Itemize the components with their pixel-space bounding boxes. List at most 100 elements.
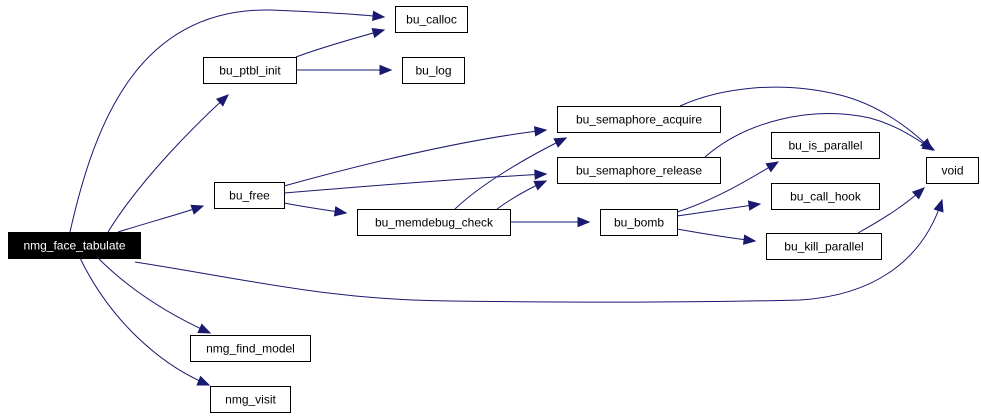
node-bu-call-hook[interactable]: bu_call_hook — [771, 183, 880, 210]
edge-bu_bomb-to-bu_call_hook — [676, 200, 762, 217]
edge-nmg_face_tabulate-to-bu_calloc — [69, 9, 386, 233]
edge-line — [676, 203, 761, 217]
node-label: bu_is_parallel — [788, 139, 862, 153]
node-box — [357, 209, 511, 236]
edge-nmg_face_tabulate-to-bu_free — [117, 204, 205, 233]
edge-bu_free-to-bu_memdebug_check — [283, 202, 348, 217]
node-box — [926, 157, 979, 184]
arrowhead — [215, 94, 229, 107]
node-label: bu_memdebug_check — [375, 216, 494, 230]
node-bu-semaphore-acquire[interactable]: bu_semaphore_acquire — [557, 106, 721, 133]
edge-bu_memdebug_check-to-bu_semaphore_release — [496, 180, 548, 210]
edge-bu_bomb-to-bu_is_parallel — [676, 161, 780, 213]
edge-line — [117, 205, 204, 233]
node-box — [190, 335, 311, 362]
node-nmg-find-model[interactable]: nmg_find_model — [190, 335, 311, 362]
node-label: bu_kill_parallel — [784, 240, 863, 254]
arrowhead — [553, 137, 568, 148]
arrowhead — [333, 206, 348, 217]
arrowhead — [742, 234, 757, 245]
node-bu-free[interactable]: bu_free — [214, 182, 285, 209]
edge-bu_bomb-to-bu_kill_parallel — [676, 228, 757, 245]
arrowhead — [534, 169, 548, 180]
arrowhead — [921, 139, 936, 151]
node-label: bu_free — [229, 189, 270, 203]
edge-line — [454, 137, 567, 210]
edge-bu_semaphore_release-to-void — [704, 113, 936, 158]
node-label: bu_log — [415, 64, 451, 78]
arrowhead — [372, 10, 386, 22]
edge-line — [69, 9, 385, 233]
node-bu-kill-parallel[interactable]: bu_kill_parallel — [766, 233, 882, 260]
node-box — [402, 57, 465, 84]
arrowhead — [747, 200, 762, 211]
node-box — [766, 233, 882, 260]
node-nmg-face-tabulate[interactable]: nmg_face_tabulate — [8, 232, 141, 259]
edge-nmg_face_tabulate-to-void — [134, 198, 944, 303]
node-box — [771, 132, 880, 159]
arrowhead — [577, 216, 591, 228]
edge-bu_memdebug_check-to-bu_bomb — [510, 216, 591, 228]
node-void[interactable]: void — [926, 157, 979, 184]
node-label: bu_calloc — [406, 13, 457, 27]
node-label: nmg_visit — [225, 393, 276, 407]
edge-line — [134, 199, 943, 303]
node-box — [395, 6, 468, 33]
arrowhead — [765, 161, 780, 173]
node-bu-is-parallel[interactable]: bu_is_parallel — [771, 132, 880, 159]
edge-nmg_face_tabulate-to-nmg_visit — [79, 257, 211, 386]
edge-bu_memdebug_check-to-bu_semaphore_acquire — [454, 137, 568, 210]
arrowhead — [533, 126, 548, 137]
arrowhead — [911, 187, 925, 200]
node-label: bu_bomb — [614, 216, 664, 230]
node-box — [600, 209, 678, 236]
edge-line — [676, 228, 756, 242]
node-bu-log[interactable]: bu_log — [402, 57, 465, 84]
node-label: void — [941, 164, 963, 178]
node-bu-ptbl-init[interactable]: bu_ptbl_init — [203, 57, 297, 84]
node-bu-calloc[interactable]: bu_calloc — [395, 6, 468, 33]
arrowhead — [190, 204, 205, 215]
node-label: bu_semaphore_acquire — [576, 113, 702, 127]
edges-layer — [69, 9, 944, 386]
node-label: bu_semaphore_release — [576, 164, 702, 178]
node-nmg-visit[interactable]: nmg_visit — [210, 386, 291, 413]
edge-line — [283, 173, 547, 194]
edge-nmg_face_tabulate-to-nmg_find_model — [97, 257, 212, 334]
node-label: bu_ptbl_init — [219, 64, 281, 78]
node-label: bu_call_hook — [790, 190, 862, 204]
edge-bu_ptbl_init-to-bu_calloc — [295, 28, 386, 58]
arrowhead — [533, 180, 548, 191]
edge-line — [79, 257, 210, 386]
node-bu-memdebug-check[interactable]: bu_memdebug_check — [357, 209, 511, 236]
edge-nmg_face_tabulate-to-bu_ptbl_init — [107, 94, 229, 233]
arrowhead — [196, 375, 211, 386]
edge-line — [679, 86, 933, 151]
node-box — [557, 157, 721, 184]
edge-line — [97, 257, 211, 334]
edge-line — [283, 129, 547, 187]
node-box — [210, 386, 291, 413]
arrowhead — [933, 198, 944, 213]
node-bu-bomb[interactable]: bu_bomb — [600, 209, 678, 236]
node-box — [203, 57, 297, 84]
node-box — [214, 182, 285, 209]
arrowhead — [379, 64, 393, 76]
edge-bu_kill_parallel-to-void — [857, 187, 925, 234]
edge-line — [107, 94, 229, 233]
edge-line — [704, 113, 935, 158]
arrowhead — [371, 28, 386, 39]
node-bu-semaphore-release[interactable]: bu_semaphore_release — [557, 157, 721, 184]
node-label: nmg_face_tabulate — [23, 239, 125, 253]
edge-bu_free-to-bu_semaphore_acquire — [283, 126, 548, 187]
edge-bu_free-to-bu_semaphore_release — [283, 169, 548, 194]
edge-bu_ptbl_init-to-bu_log — [296, 64, 393, 76]
node-box — [771, 183, 880, 210]
arrowhead — [197, 323, 212, 334]
node-box — [557, 106, 721, 133]
edge-line — [295, 29, 385, 58]
node-label: nmg_find_model — [206, 342, 295, 356]
node-box — [8, 232, 141, 259]
